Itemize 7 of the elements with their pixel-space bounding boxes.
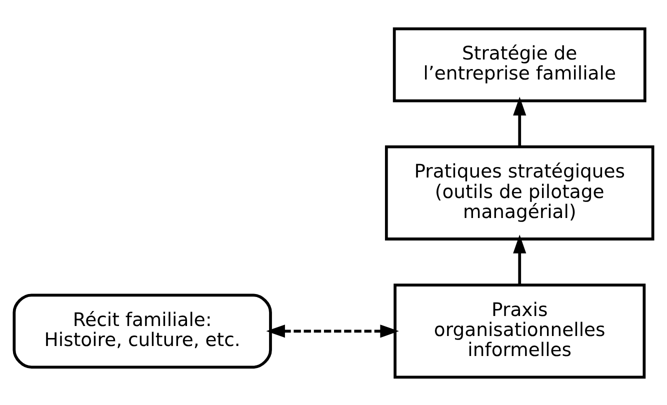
node-box: Stratégie de l’entreprise familiale <box>392 26 646 102</box>
arrow <box>266 324 399 338</box>
node-box: Praxis organisationnelles informelles <box>394 283 646 378</box>
arrow <box>513 96 526 146</box>
node-box: Pratiques stratégiques (outils de pilotage managérial) <box>384 144 654 240</box>
arrow <box>513 234 526 285</box>
node-box: Récit familiale: Histoire, culture, etc. <box>12 293 272 368</box>
